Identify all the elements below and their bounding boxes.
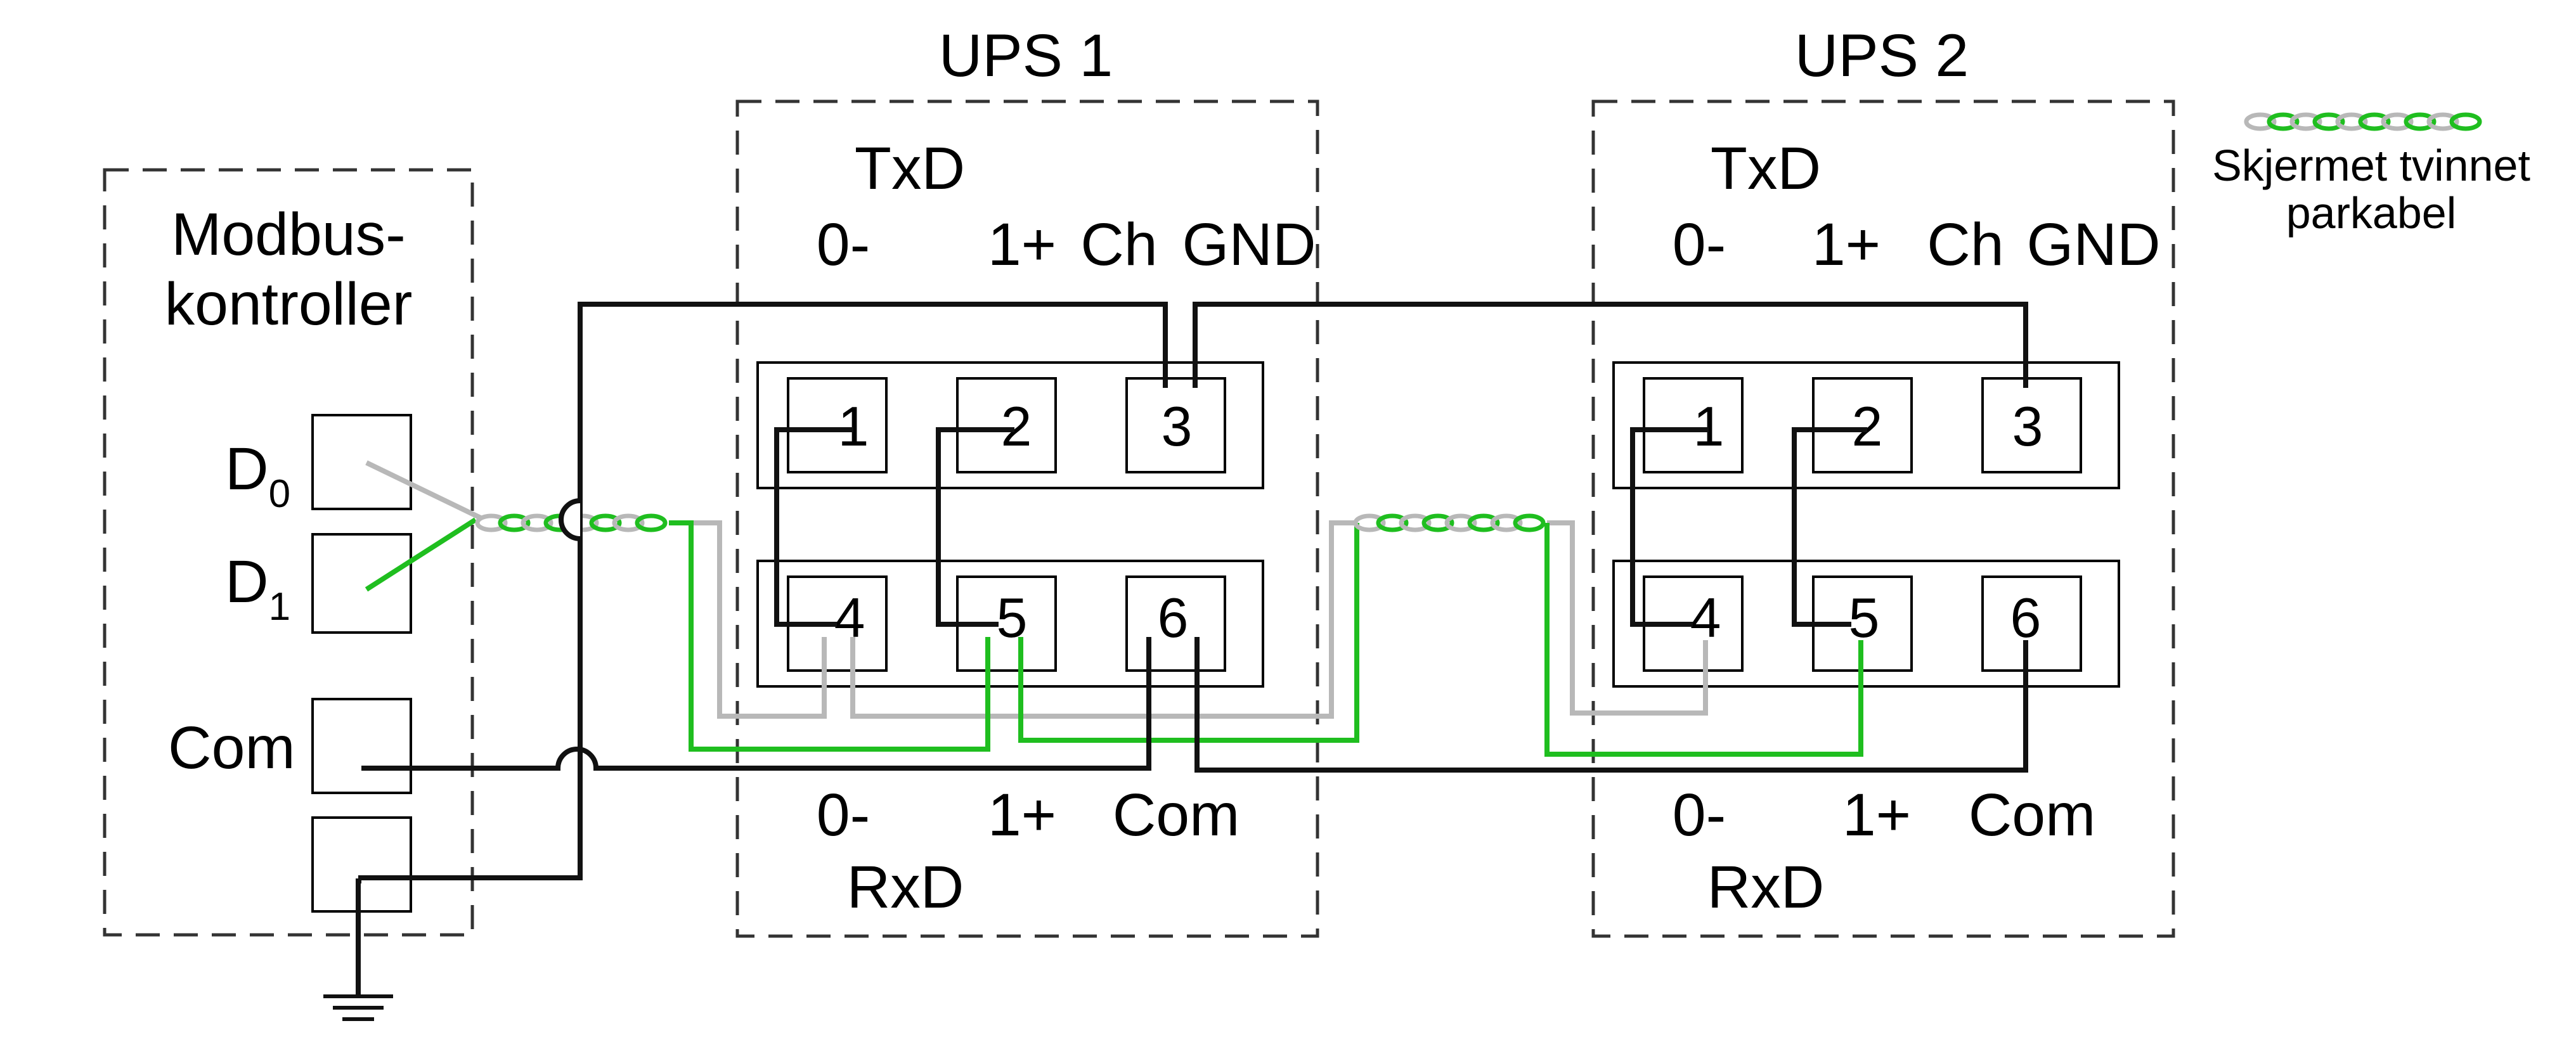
ups2-terminal-3-num: 3 — [2012, 395, 2043, 458]
ups2-terminal-2-num: 2 — [1852, 395, 1883, 458]
ups1-terminal-6-num: 6 — [1158, 586, 1189, 649]
ups1-terminal-1 — [787, 377, 888, 473]
ups2-rxd-label: RxD — [1707, 854, 1825, 921]
ups2-green-to-term5 — [1544, 523, 1863, 757]
ups2-terminal-1 — [1643, 377, 1744, 473]
ups1-label-tx-0: 0- — [817, 211, 870, 278]
ups1-label-rx-0: 0- — [817, 781, 870, 849]
ups2-terminal-6-num: 6 — [2010, 586, 2042, 649]
d0-letter: D — [225, 435, 269, 503]
ups1-green-to-pair2 — [1018, 523, 1359, 743]
d1-terminal — [311, 533, 412, 634]
d0-terminal — [311, 414, 412, 510]
ups2-terminal-3 — [1981, 377, 2082, 473]
ups2-label-ch: Ch — [1927, 211, 2003, 278]
ups1-label-rx-1: 1+ — [988, 781, 1056, 849]
ups2-terminal-5-num: 5 — [1849, 586, 1880, 649]
ups2-label-rx-0: 0- — [1673, 781, 1726, 849]
legend-line2: parkabel — [2286, 188, 2457, 238]
ups1-terminal-4-num: 4 — [834, 586, 865, 649]
ups1: UPS 1 TxD 0- 1+ Ch GND 1 2 3 4 5 6 0- 1+… — [735, 22, 1319, 938]
ups2-label-gnd: GND — [2026, 211, 2160, 278]
ups1-dashed-border — [735, 100, 1319, 938]
ups1-label-com: Com — [1113, 781, 1240, 849]
gnd-wire-ups1-to-ups2 — [1193, 302, 2028, 388]
gnd-wire-ctrl-to-ups1 — [358, 302, 1168, 880]
ups1-grey-to-term4 — [669, 520, 827, 719]
com-wire-ups1-to-ups2 — [1194, 637, 2028, 773]
d1-subscript: 1 — [269, 585, 290, 629]
twisted-pair-2 — [1356, 516, 1543, 530]
ups1-terminal-6 — [1125, 575, 1226, 672]
ups1-jumper-2-5 — [936, 427, 1014, 627]
ups1-terminal-1-num: 1 — [838, 395, 869, 458]
ups1-title: UPS 1 — [939, 22, 1113, 89]
wires — [358, 302, 2028, 880]
ups1-label-tx-1: 1+ — [988, 211, 1056, 278]
com-terminal — [311, 698, 412, 794]
d1-letter: D — [225, 548, 269, 615]
ups2-title: UPS 2 — [1795, 22, 1969, 89]
ups1-terminal-2 — [956, 377, 1057, 473]
d0-wire — [365, 460, 483, 521]
ups2-jumper-1-4 — [1630, 427, 1709, 627]
ups2-terminal-1-num: 1 — [1693, 395, 1725, 458]
ups2-grey-to-term4 — [1547, 520, 1708, 716]
ups2-label-rx-1: 1+ — [1842, 781, 1911, 849]
ups2-label-com: Com — [1969, 781, 2096, 849]
ups1-txd-label: TxD — [855, 135, 965, 202]
ups1-grey-to-pair2 — [850, 520, 1357, 719]
d0-label: D0 — [225, 435, 290, 516]
controller-title-line2: kontroller — [165, 271, 413, 338]
ups2-dashed-border — [1591, 100, 2175, 938]
ground-terminal — [311, 816, 412, 913]
ups1-label-gnd: GND — [1182, 211, 1316, 278]
legend-cable-icon — [2246, 115, 2480, 129]
ups2-top-connector — [1612, 361, 2120, 489]
ground-icon — [323, 878, 393, 1021]
controller-title-line1: Modbus- — [171, 201, 406, 268]
modbus-controller: Modbus- kontroller D0 D1 Com — [103, 168, 474, 937]
ups2-label-tx-0: 0- — [1673, 211, 1726, 278]
ups2-terminal-4-num: 4 — [1690, 586, 1721, 649]
ups1-green-to-term5 — [669, 520, 990, 752]
ups1-jumper-1-4 — [774, 427, 853, 627]
d0-subscript: 0 — [269, 472, 290, 516]
ups2-terminal-2 — [1812, 377, 1913, 473]
com-wire-ctrl-to-ups1 — [361, 637, 1151, 771]
ups1-label-ch: Ch — [1080, 211, 1157, 278]
ups2-terminal-6 — [1981, 575, 2082, 672]
ups2-bottom-connector — [1612, 560, 2120, 688]
ups1-terminal-2-num: 2 — [1001, 395, 1032, 458]
legend-line1: Skjermet tvinnet — [2212, 141, 2530, 190]
gnd-crossover-hop — [559, 498, 581, 541]
d1-wire — [365, 517, 477, 592]
controller-dashed-border — [103, 168, 474, 937]
legend: Skjermet tvinnet parkabel — [2212, 115, 2530, 238]
ups1-terminal-3-num: 3 — [1162, 395, 1193, 458]
com-label: Com — [168, 714, 295, 781]
ups2-txd-label: TxD — [1711, 135, 1821, 202]
ups1-bottom-connector — [756, 560, 1264, 688]
ups1-top-connector — [756, 361, 1264, 489]
ups2: UPS 2 TxD 0- 1+ Ch GND 1 2 3 4 5 6 0- 1+… — [1591, 22, 2175, 938]
ups1-terminal-3 — [1125, 377, 1226, 473]
d1-label: D1 — [225, 548, 290, 629]
ups1-rxd-label: RxD — [847, 854, 964, 921]
ups2-jumper-2-5 — [1792, 427, 1867, 627]
ups2-label-tx-1: 1+ — [1812, 211, 1880, 278]
